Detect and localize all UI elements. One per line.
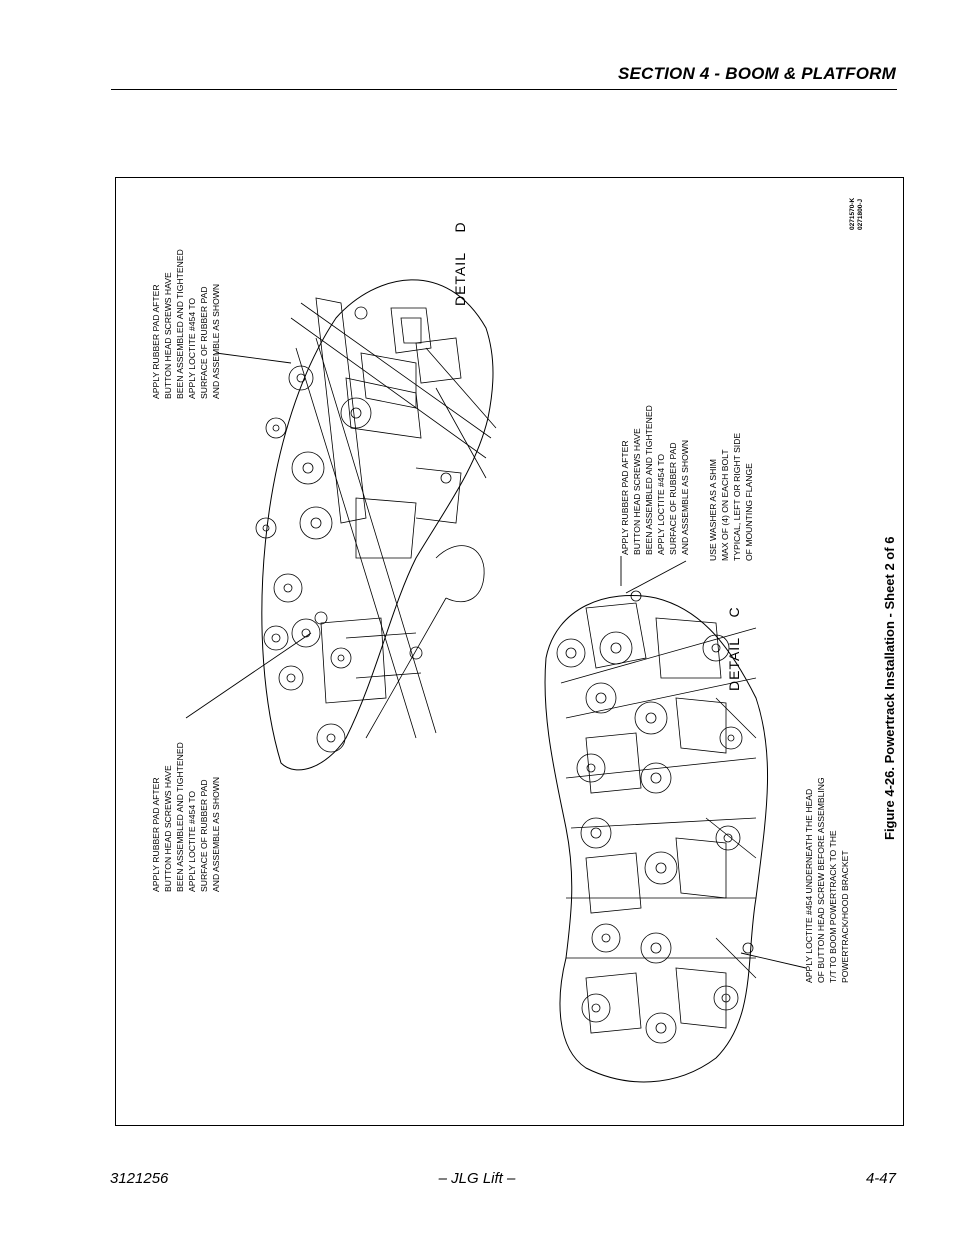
publisher: – JLG Lift – (438, 1170, 516, 1187)
detail-d-outline (261, 279, 494, 771)
powertrack-drawing (185, 279, 807, 1083)
leader-lines (185, 352, 807, 969)
note-washer-shim: USE WASHER AS A SHIM MAX OF (4) ON EACH … (708, 432, 754, 561)
figure-box: APPLY RUBBER PAD AFTER BUTTON HEAD SCREW… (115, 177, 904, 1126)
note-top-left: APPLY RUBBER PAD AFTER BUTTON HEAD SCREW… (151, 249, 221, 399)
note-loctite-head: APPLY LOCTITE #454 UNDERNEATH THE HEAD O… (804, 777, 850, 983)
page-number: 4-47 (865, 1170, 896, 1187)
detail-d-wheels (255, 306, 452, 753)
detail-c-wheels (556, 590, 754, 1044)
header-rule (111, 89, 897, 90)
note-middle-right: APPLY RUBBER PAD AFTER BUTTON HEAD SCREW… (620, 405, 690, 555)
detail-d-structure (290, 297, 497, 739)
detail-c-label: DETAIL C (726, 606, 742, 691)
note-bottom-left: APPLY RUBBER PAD AFTER BUTTON HEAD SCREW… (151, 742, 221, 892)
part-numbers: 0271570-K 0271800-J (849, 197, 864, 230)
doc-number: 3121256 (110, 1170, 169, 1187)
section-title: SECTION 4 - BOOM & PLATFORM (617, 64, 896, 83)
detail-d-label: DETAIL D (452, 221, 468, 306)
figure-caption: Figure 4-26. Powertrack Installation - S… (882, 536, 897, 840)
detail-c-structure (560, 602, 757, 1034)
detail-c-outline (544, 595, 769, 1083)
